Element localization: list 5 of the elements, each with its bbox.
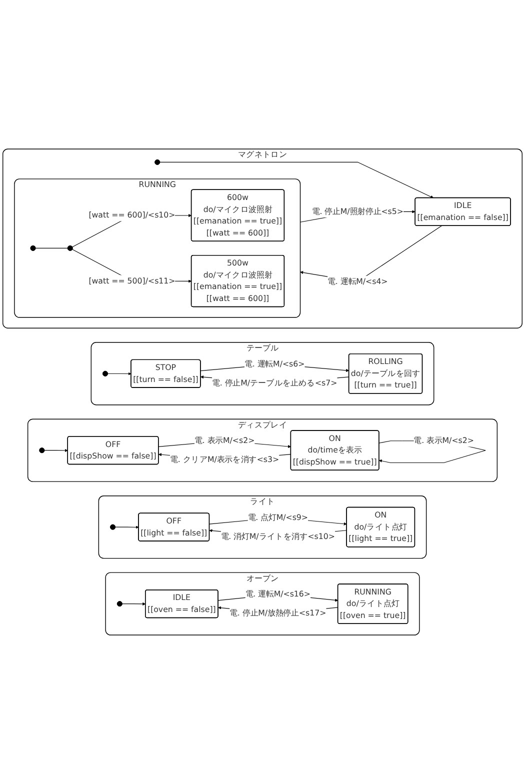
arrow xyxy=(122,602,146,606)
arrow xyxy=(160,162,434,198)
arrow xyxy=(44,448,68,452)
arrow xyxy=(115,526,139,529)
arrow xyxy=(107,372,132,376)
